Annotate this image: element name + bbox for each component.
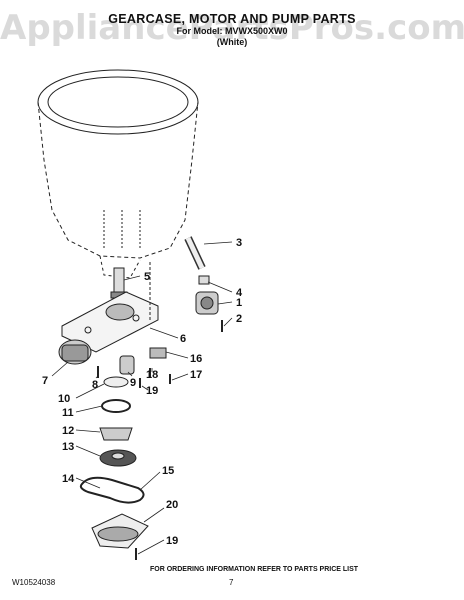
pump-part-1	[195, 291, 219, 315]
belt-part-14	[79, 476, 145, 504]
callout-16: 16	[190, 353, 202, 365]
clamp-part-4	[198, 275, 210, 285]
model-subtitle: For Model: MVWX500XW0 (White)	[0, 26, 464, 48]
bracket-part-16	[149, 347, 167, 359]
callout-19: 19	[146, 385, 158, 397]
gearcase-plate	[61, 291, 159, 353]
callout-4: 4	[236, 287, 243, 299]
callout-labels: 3 4 1 2 5 6 7 8 9 10 11 12 13 14 15 16 1…	[42, 237, 243, 547]
callout-17: 17	[190, 369, 202, 381]
color-line: (White)	[216, 37, 248, 47]
callout-20: 20	[166, 499, 178, 511]
tub-illustration	[37, 69, 199, 279]
callout-2: 2	[236, 313, 242, 325]
model-line: For Model: MVWX500XW0	[176, 26, 288, 36]
coupler-part-9	[119, 355, 135, 375]
hose-part-3	[184, 236, 206, 270]
callout-19b: 19	[166, 535, 178, 547]
callout-12: 12	[62, 425, 74, 437]
ring-part-10	[103, 376, 129, 388]
callout-18: 18	[146, 369, 158, 381]
motor-part-7	[58, 339, 92, 365]
callout-10: 10	[58, 393, 70, 405]
ordering-info: FOR ORDERING INFORMATION REFER TO PARTS …	[150, 566, 359, 573]
callout-14: 14	[62, 473, 75, 485]
document-number: W10524038	[12, 578, 56, 587]
callout-1: 1	[236, 297, 242, 309]
callout-3: 3	[236, 237, 242, 249]
callout-9: 9	[130, 377, 136, 389]
page-title: GEARCASE, MOTOR AND PUMP PARTS	[108, 12, 356, 26]
callout-6: 6	[180, 333, 186, 345]
callout-13: 13	[62, 441, 74, 453]
clamp-part-11	[101, 399, 131, 413]
callout-7: 7	[42, 375, 48, 387]
callout-15: 15	[162, 465, 174, 477]
page-number: 7	[229, 578, 234, 587]
pad-part-20	[91, 513, 149, 549]
cup-part-12	[99, 427, 133, 441]
watermark: AppliancePartsPros.com	[0, 8, 464, 48]
callout-11: 11	[62, 407, 74, 419]
callout-8: 8	[92, 379, 98, 391]
callout-5: 5	[144, 271, 150, 283]
pulley-part-13	[99, 449, 137, 467]
